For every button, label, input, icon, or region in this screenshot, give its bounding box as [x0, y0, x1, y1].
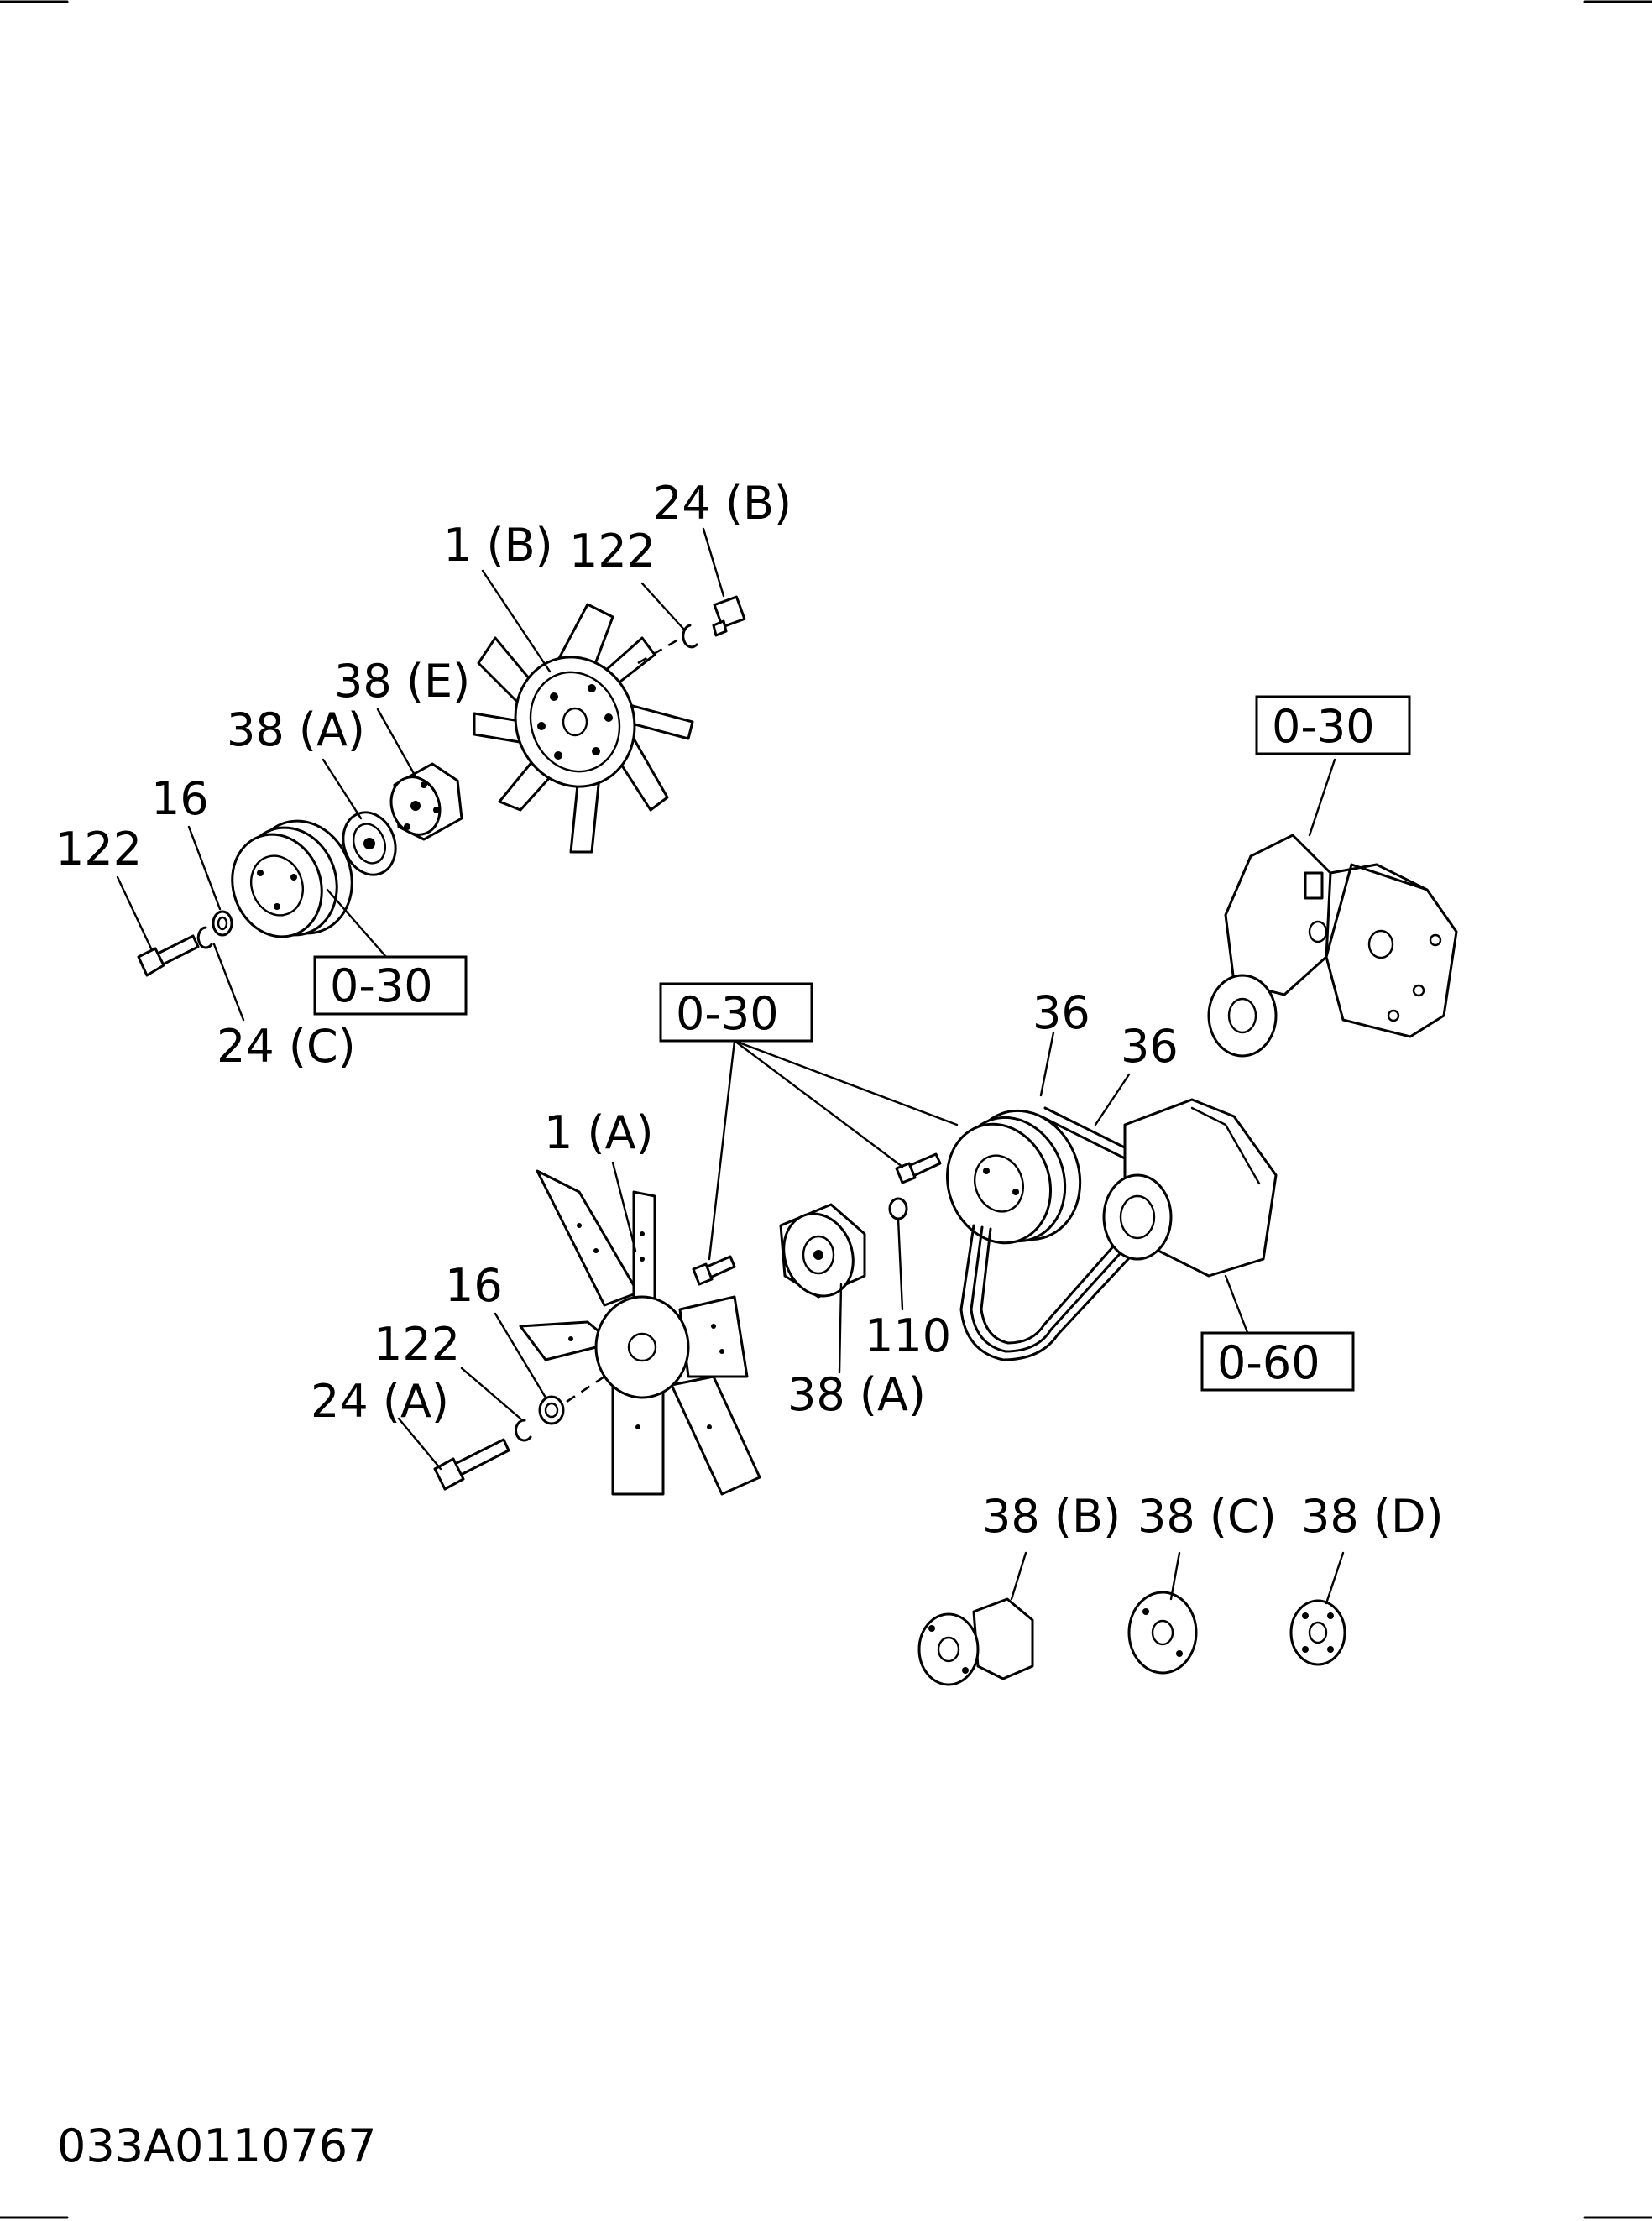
label-1b: 1 (B) — [443, 519, 553, 572]
snap-ring-24c — [196, 926, 213, 949]
snap-ring-122-bottom — [515, 1419, 532, 1442]
bolt-110 — [888, 1152, 942, 1220]
label-110: 110 — [865, 1309, 951, 1362]
label-38e: 38 (E) — [334, 655, 470, 708]
label-122-top: 122 — [569, 525, 656, 577]
label-122-bottom: 122 — [374, 1318, 460, 1371]
washer-16-top — [212, 910, 233, 937]
pulley-top — [231, 819, 353, 938]
label-16-bottom: 16 — [445, 1259, 503, 1312]
ref-box-060: 0-60 — [1200, 1331, 1355, 1392]
fan-1b — [473, 603, 694, 854]
bolt-122-left — [137, 934, 200, 977]
label-16-top: 16 — [151, 772, 209, 825]
ref-030-pulley-text: 0-30 — [330, 959, 433, 1012]
generator — [1102, 1098, 1278, 1278]
label-24c: 24 (C) — [217, 1020, 356, 1073]
label-38d: 38 (D) — [1301, 1490, 1444, 1543]
bolt-24b — [712, 595, 746, 637]
washer-16-bottom — [538, 1375, 605, 1425]
spacer-38d — [1289, 1599, 1346, 1666]
spacer-38c — [1127, 1591, 1198, 1675]
label-38a-bottom: 38 (A) — [787, 1368, 926, 1421]
callout-labels: 24 (B) 1 (B) 122 38 (E) 38 (A) 16 122 24… — [55, 477, 1444, 1543]
bolt-24a — [433, 1438, 510, 1491]
label-38c: 38 (C) — [1137, 1490, 1277, 1543]
ref-060-text: 0-60 — [1217, 1336, 1320, 1389]
label-24a: 24 (A) — [311, 1375, 449, 1428]
label-36-a: 36 — [1032, 986, 1090, 1039]
leader-lines — [116, 527, 1345, 1605]
pulley-center — [945, 1109, 1082, 1245]
label-122-left: 122 — [55, 823, 142, 875]
ref-030-center-text: 0-30 — [676, 987, 779, 1040]
spacer-38a-bottom — [779, 1203, 866, 1299]
drawing-number: 033A0110767 — [57, 2119, 377, 2172]
spacer-38e — [389, 762, 463, 841]
label-1a: 1 (A) — [544, 1106, 654, 1159]
ref-box-030-pulley: 0-30 — [313, 955, 468, 1016]
fan-1a — [519, 1169, 761, 1496]
label-24b: 24 (B) — [653, 477, 792, 530]
label-36-b: 36 — [1121, 1020, 1179, 1073]
ref-box-030-pump: 0-30 — [1255, 695, 1411, 755]
bolt-center — [692, 1255, 736, 1286]
ref-030-pump-text: 0-30 — [1272, 700, 1375, 753]
snap-ring-122-top — [637, 624, 698, 665]
label-38a-top: 38 (A) — [227, 703, 365, 756]
label-38b: 38 (B) — [982, 1490, 1121, 1543]
ref-box-030-center: 0-30 — [659, 982, 813, 1043]
spacer-38b — [917, 1597, 1034, 1686]
water-pump — [1207, 834, 1458, 1058]
